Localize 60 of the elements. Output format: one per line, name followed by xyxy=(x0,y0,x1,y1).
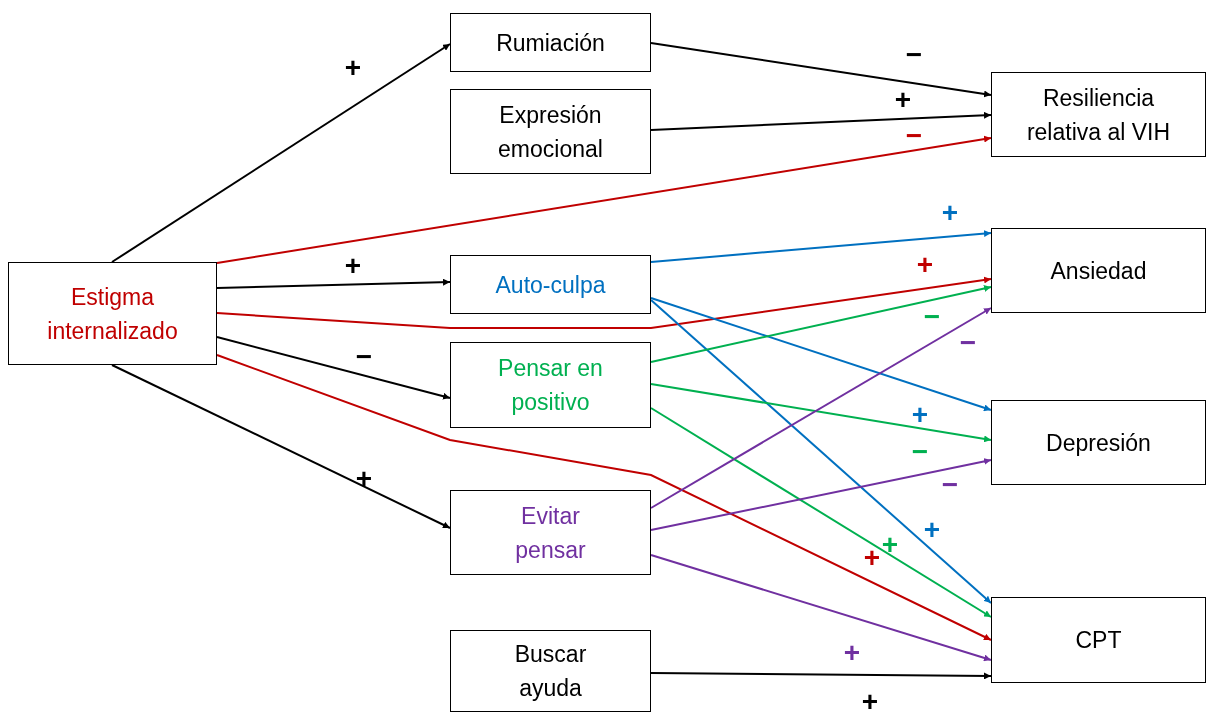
box-label: Estigma internalizado xyxy=(46,282,179,346)
process-box xyxy=(450,630,651,712)
process-box xyxy=(991,72,1206,157)
edge-label: − xyxy=(923,303,941,331)
box-label: Auto-culpa xyxy=(495,270,606,300)
process-box xyxy=(450,490,651,575)
edge-label: + xyxy=(863,544,881,572)
edge-label: + xyxy=(881,531,899,559)
arrow xyxy=(650,111,992,131)
box-label: Pensar en positivo xyxy=(497,354,604,417)
arrow xyxy=(650,554,992,662)
edge-label: + xyxy=(861,688,879,712)
edge-label: + xyxy=(911,401,929,429)
edge-label: + xyxy=(916,251,934,279)
edge-label: + xyxy=(941,199,959,227)
process-box xyxy=(450,89,651,174)
edge-label: − xyxy=(905,41,923,69)
process-box xyxy=(450,342,651,428)
arrow xyxy=(650,299,992,604)
box-label: Expresión emocional xyxy=(497,100,604,164)
box-label: Depresión xyxy=(1046,428,1151,458)
arrow xyxy=(650,297,992,412)
box-label: CPT xyxy=(1075,626,1122,655)
arrow xyxy=(650,407,992,618)
arrow xyxy=(650,383,992,443)
process-box xyxy=(991,228,1206,313)
process-box xyxy=(450,13,651,72)
edge-label: − xyxy=(941,471,959,499)
arrow xyxy=(216,354,992,641)
process-box xyxy=(991,597,1206,683)
process-box xyxy=(8,262,217,365)
edge-label: + xyxy=(344,252,362,280)
box-label: Rumiación xyxy=(496,28,605,58)
arrow xyxy=(650,672,992,680)
arrow xyxy=(216,135,992,264)
arrow xyxy=(216,278,451,289)
edge-label: + xyxy=(894,86,912,114)
edge-label: + xyxy=(843,639,861,667)
box-label: Resiliencia relativa al VIH xyxy=(1025,83,1172,147)
arrow xyxy=(650,285,992,363)
arrow xyxy=(650,230,992,263)
box-label: Ansiedad xyxy=(1050,256,1147,286)
edge-label: − xyxy=(355,343,373,371)
edge-label: + xyxy=(923,516,941,544)
box-label: Buscar ayuda xyxy=(513,640,588,703)
box-label: Evitar pensar xyxy=(514,501,587,565)
arrow xyxy=(216,336,451,400)
edge-label: − xyxy=(911,438,929,466)
process-box xyxy=(991,400,1206,485)
process-box xyxy=(450,255,651,314)
edge-label: − xyxy=(959,329,977,357)
edge-label: + xyxy=(355,465,373,493)
arrow xyxy=(216,276,992,329)
arrow xyxy=(111,43,451,263)
arrow xyxy=(650,42,992,98)
arrow xyxy=(650,458,992,531)
arrow xyxy=(650,307,992,509)
arrow xyxy=(111,364,451,529)
edge-label: + xyxy=(344,54,362,82)
edge-label: − xyxy=(905,122,923,150)
